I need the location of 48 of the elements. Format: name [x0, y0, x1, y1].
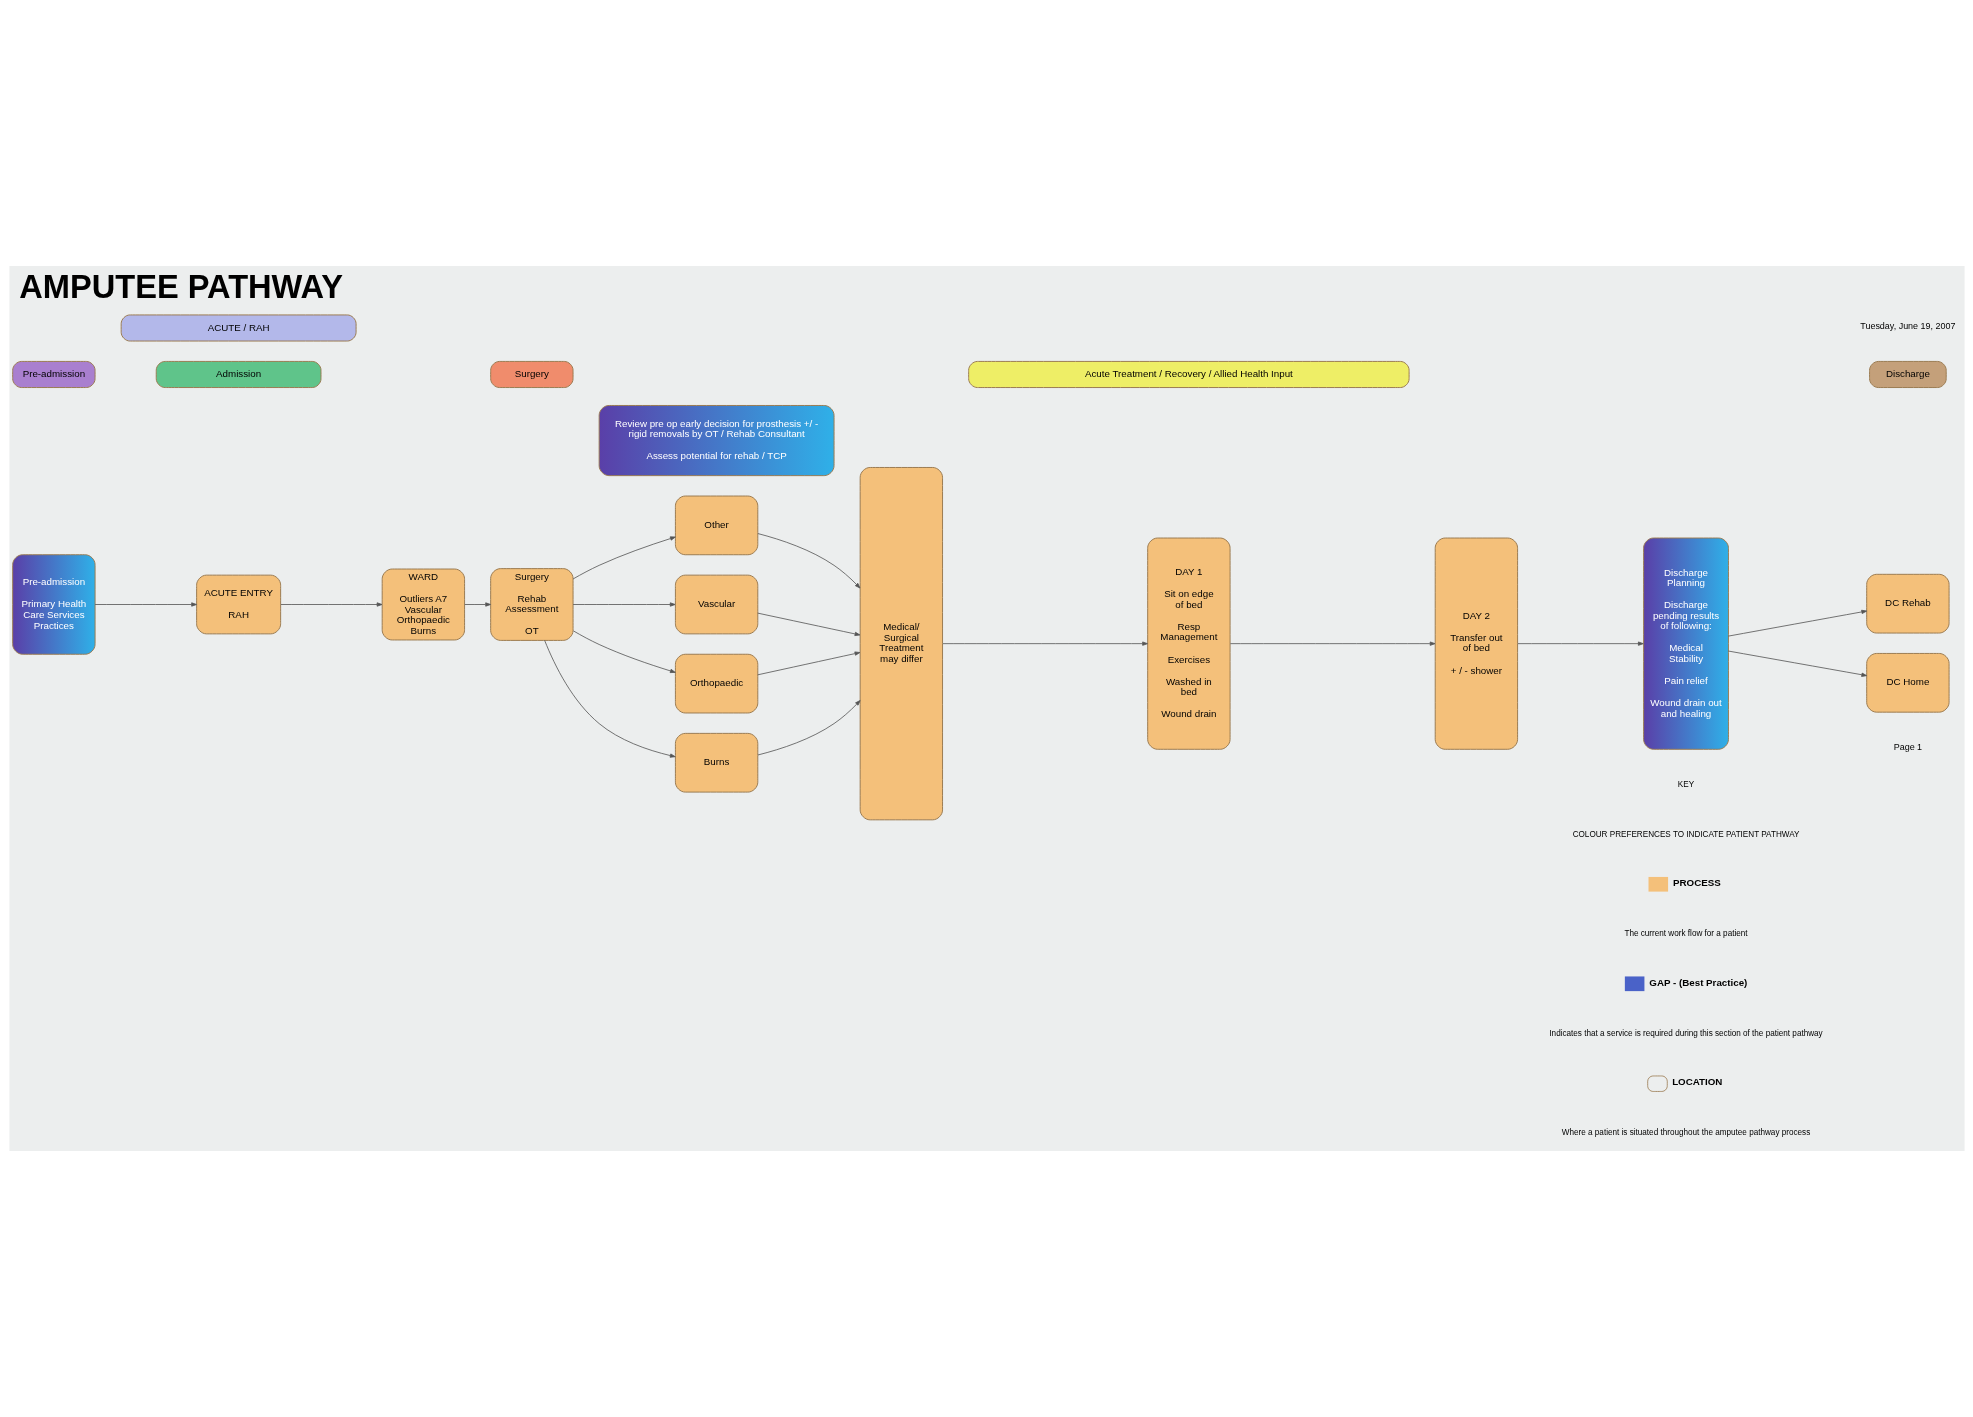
- node-box: Admission: [155, 360, 321, 388]
- label: COLOUR PREFERENCES TO INDICATE PATIENT PATHWAY: [1572, 829, 1799, 839]
- label: Tuesday, June 19, 2007: [1859, 320, 1956, 331]
- node-box: Vascular: [674, 574, 758, 635]
- arrow: [1727, 609, 1867, 637]
- node-box: ACUTE ENTRY RAH: [195, 574, 281, 635]
- node-box: DAY 1 Sit on edge of bed Resp Management Exercises Washed in bed Wound drain: [1146, 537, 1231, 750]
- arrow: [757, 533, 860, 589]
- arrow: [279, 602, 382, 607]
- node-box: Discharge Planning Discharge pending results of following: Medical Stability Pain relief Wound drain out and healing: [1642, 537, 1729, 750]
- label: Where a patient is situated throughout the amputee pathway process: [1561, 1128, 1810, 1138]
- node-box: Burns: [674, 732, 758, 793]
- label: Indicates that a service is required during this section of the patient pathway: [1548, 1028, 1823, 1038]
- label: The current work flow for a patient: [1623, 929, 1748, 939]
- node-box: Orthopaedic: [674, 653, 758, 714]
- arrow: [94, 602, 197, 607]
- arrow: [1727, 650, 1867, 677]
- arrow: [543, 640, 676, 758]
- arrow: [1516, 641, 1644, 646]
- node-box: Pre-admission: [11, 360, 96, 388]
- arrow: [572, 630, 676, 673]
- arrow: [757, 700, 861, 756]
- arrow: [941, 641, 1148, 646]
- node-box: Acute Treatment / Recovery / Allied Health Input: [967, 360, 1410, 388]
- node-box: ACUTE / RAH: [120, 314, 357, 342]
- node-box: Other: [674, 495, 758, 556]
- label: KEY: [1677, 779, 1694, 789]
- node-box: Discharge: [1868, 360, 1947, 388]
- label: Page 1: [1893, 741, 1922, 752]
- node-box: Surgery Rehab Assessment OT: [489, 568, 574, 641]
- node-box: Surgery: [489, 360, 574, 388]
- node-box: Review pre op early decision for prosthesis +/ - rigid removals by OT / Rehab Consultant Assess potential for rehab / TCP: [598, 405, 835, 477]
- arrow: [463, 602, 491, 607]
- arrow: [572, 536, 676, 580]
- diagram-title: AMPUTEE PATHWAY: [18, 267, 343, 305]
- node-box: Pre-admission Primary Health Care Services Practices: [11, 554, 96, 655]
- legend-label: PROCESS: [1672, 876, 1721, 888]
- arrow: [572, 602, 676, 607]
- node-box: DAY 2 Transfer out of bed + / - shower: [1434, 537, 1518, 750]
- node-box: WARD Outliers A7 Vascular Orthopaedic Burns: [381, 568, 465, 641]
- arrow: [1229, 641, 1435, 646]
- legend-label: GAP - (Best Practice): [1648, 976, 1747, 988]
- node-box: DC Home: [1865, 652, 1950, 713]
- arrow: [756, 651, 860, 676]
- node-box: DC Rehab: [1865, 573, 1950, 634]
- arrow: [756, 612, 860, 637]
- legend-label: LOCATION: [1671, 1076, 1722, 1088]
- node-box: Medical/ Surgical Treatment may differ: [859, 467, 943, 821]
